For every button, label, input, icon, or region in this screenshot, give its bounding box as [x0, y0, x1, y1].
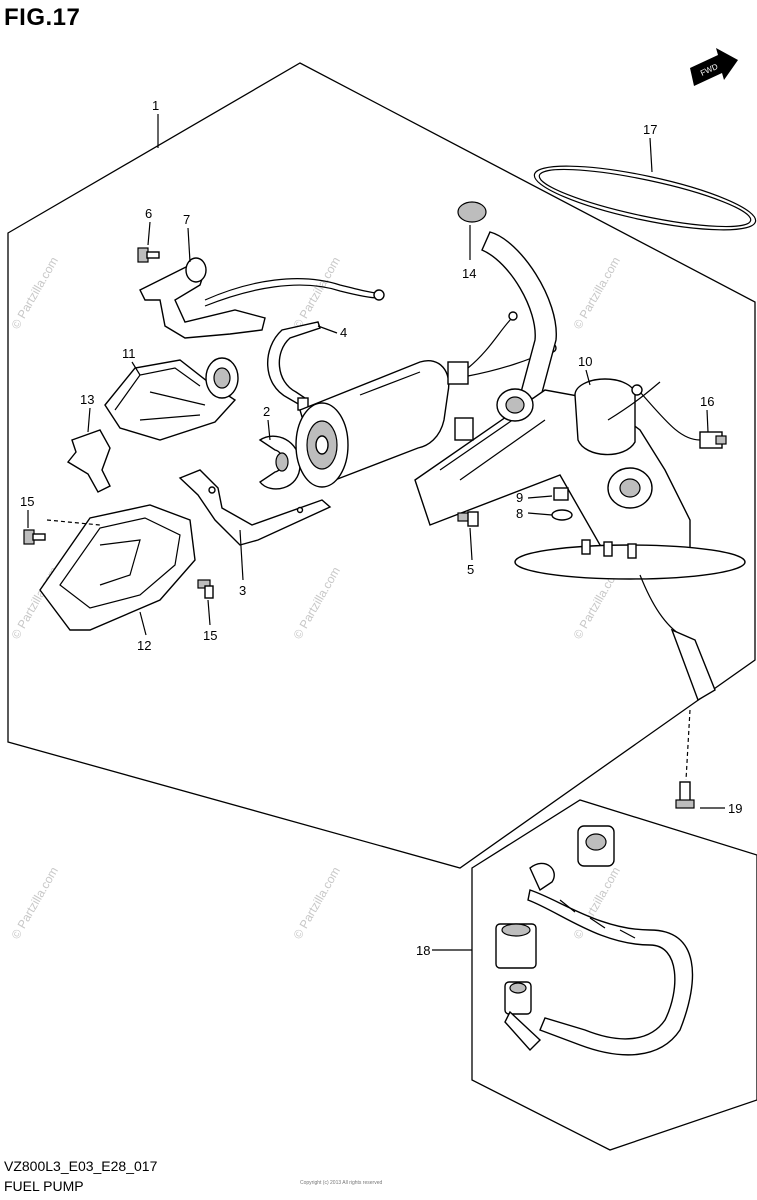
- callout-1: 1: [152, 98, 159, 113]
- callout-8: 8: [516, 506, 523, 521]
- figure-title: FIG.17: [4, 4, 81, 31]
- watermark-text: © Partzilla.com: [8, 864, 61, 941]
- gasket-ring: [533, 165, 757, 231]
- model-code: VZ800L3_E03_E28_017: [4, 1158, 158, 1174]
- callout-15: 15: [203, 628, 217, 643]
- assembly-frame: [7, 62, 756, 869]
- fwd-arrow-icon: FWD: [690, 48, 738, 86]
- fuel-pump-motor: [295, 311, 557, 488]
- bracket-part-3: [178, 469, 332, 546]
- callout-9: 9: [516, 490, 523, 505]
- callout-15: 15: [20, 494, 34, 509]
- watermark-text: © Partzilla.com: [570, 254, 623, 331]
- watermark-text: © Partzilla.com: [290, 254, 343, 331]
- callout-3: 3: [239, 583, 246, 598]
- callout-19: 19: [728, 801, 742, 816]
- callout-4: 4: [340, 325, 347, 340]
- bolt-part-15-left: [23, 529, 46, 545]
- callout-5: 5: [467, 562, 474, 577]
- watermark-text: © Partzilla.com: [290, 864, 343, 941]
- bracket-part-7: [139, 257, 385, 339]
- watermark-text: © Partzilla.com: [8, 254, 61, 331]
- washer-part-8: [551, 509, 573, 521]
- figure-name: FUEL PUMP: [4, 1178, 84, 1194]
- connector-part-16: [631, 384, 727, 449]
- bolt-part-19: [675, 781, 695, 809]
- callout-16: 16: [700, 394, 714, 409]
- callout-18: 18: [416, 943, 430, 958]
- plate-part-13: [66, 429, 111, 493]
- callout-10: 10: [578, 354, 592, 369]
- cushion-part-2: [258, 435, 301, 490]
- bolt-part-15-right: [197, 579, 214, 599]
- callout-17: 17: [643, 122, 657, 137]
- hose-kit-part-18: [495, 825, 694, 1056]
- hose-kit-frame: [471, 799, 757, 1151]
- watermark-text: © Partzilla.com: [290, 564, 343, 641]
- clamp-band-part-4: [267, 321, 321, 411]
- leader-line: [685, 709, 691, 781]
- callout-13: 13: [80, 392, 94, 407]
- callouts: 1 6 7 4 11 13 2 3 14 10 16 17 9 8 5 15 1…: [20, 98, 742, 958]
- regulator-part-10: [574, 378, 661, 509]
- callout-12: 12: [137, 638, 151, 653]
- callout-7: 7: [183, 212, 190, 227]
- copyright-notice: Copyright (c) 2013 All rights reserved: [300, 1180, 383, 1186]
- bolt-part-6: [137, 247, 160, 263]
- filter-part-11: [104, 357, 239, 441]
- flange-plate: [514, 539, 746, 702]
- callout-2: 2: [263, 404, 270, 419]
- callout-6: 6: [145, 206, 152, 221]
- cover-part-12: [39, 504, 196, 631]
- leader-lines: [27, 114, 725, 951]
- callout-14: 14: [462, 266, 476, 281]
- nut-part-9: [553, 487, 569, 501]
- callout-11: 11: [122, 346, 136, 361]
- hose-part-14: [457, 201, 557, 401]
- bolt-part-5: [457, 511, 479, 527]
